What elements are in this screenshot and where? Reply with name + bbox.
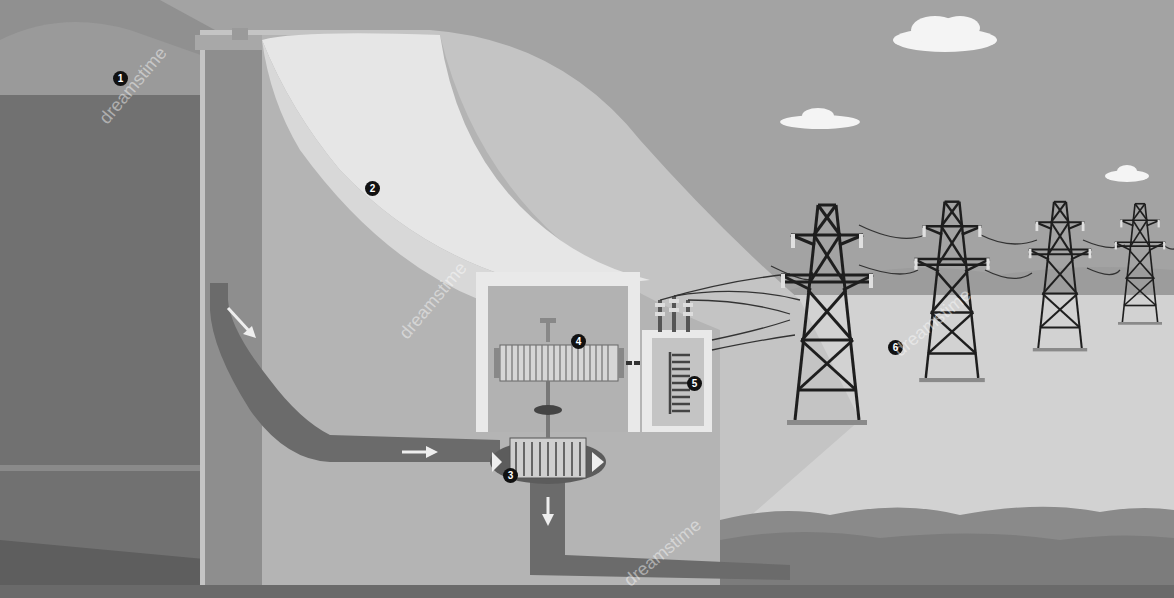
callout-number: 3: [503, 468, 518, 483]
callout-number: 4: [571, 334, 586, 349]
callout-number: 5: [687, 376, 702, 391]
callout-number: 2: [365, 181, 380, 196]
